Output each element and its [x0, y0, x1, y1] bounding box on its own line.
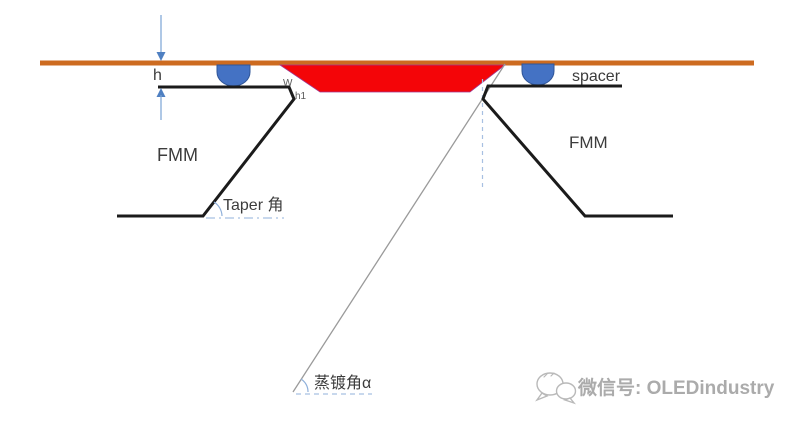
arrowhead-down-icon	[156, 52, 166, 61]
evaporation-path-line	[292, 63, 506, 393]
wechat-bubble-large-tail	[535, 392, 549, 402]
arrowhead-up-icon	[156, 88, 166, 97]
fmm-mask-right-outline	[481, 84, 673, 218]
watermark: 微信号: OLEDindustry 微信号: OLEDindustry	[535, 372, 777, 405]
label-taper-angle: Taper 角	[223, 196, 283, 214]
wechat-icon	[535, 372, 577, 405]
label-w: W	[283, 78, 293, 89]
label-h: h	[153, 67, 162, 84]
label-spacer: spacer	[572, 68, 621, 85]
evaporation-angle-arc	[300, 378, 309, 393]
fmm-mask-left-outline	[117, 85, 296, 218]
watermark-text-ghost: 微信号: OLEDindustry	[579, 378, 777, 401]
wechat-bubble-small	[555, 382, 577, 400]
label-h1: h1	[295, 91, 307, 102]
wechat-bubble-eyes	[543, 372, 555, 378]
wechat-bubble-small-tail	[562, 397, 577, 405]
spacer-right	[521, 63, 555, 86]
label-evaporation-angle: 蒸镀角α	[314, 374, 371, 392]
spacer-left	[216, 64, 251, 87]
label-fmm-left: FMM	[157, 145, 198, 165]
watermark-text: 微信号: OLEDindustry	[577, 376, 775, 399]
label-fmm-right: FMM	[569, 133, 608, 152]
taper-angle-arc	[213, 201, 223, 217]
deposited-film-trapezoid	[278, 64, 507, 93]
